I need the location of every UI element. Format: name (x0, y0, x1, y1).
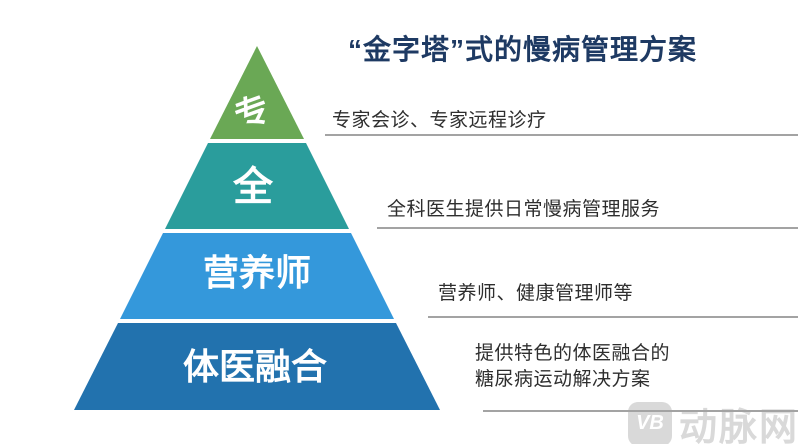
pyramid-level-2-shape (165, 143, 349, 229)
watermark-text: 动脉网 (679, 407, 800, 444)
page-title: “金字塔”式的慢病管理方案 (348, 34, 698, 65)
vcbeat-logo-icon: VB (628, 401, 672, 444)
pyramid-level-3-label: 营养师 (203, 252, 311, 293)
pyramid-level-4-label: 体医融合 (183, 346, 327, 387)
pyramid-level-1-shape (210, 46, 304, 139)
description-level-3: 营养师、健康管理师等 (438, 283, 634, 304)
description-underline-4 (483, 410, 798, 412)
pyramid-level-2-label: 全 (232, 164, 274, 209)
description-level-2: 全科医生提供日常慢病管理服务 (387, 199, 661, 220)
pyramid-level-3-shape (120, 233, 394, 319)
watermark: VB 动脉网 (628, 396, 799, 444)
description-level-4-line-1: 提供特色的体医融合的 (475, 343, 671, 364)
pyramid-diagram: 专 全 营养师 体医融合 (74, 46, 440, 410)
description-underline-2 (377, 227, 798, 229)
pyramid-level-4-shape (74, 323, 440, 410)
description-level-4-line-2: 糖尿病运动解决方案 (475, 369, 651, 390)
description-underline-3 (428, 316, 798, 318)
description-level-1: 专家会诊、专家远程诊疗 (332, 110, 547, 131)
description-underline-1 (325, 134, 798, 136)
description-level-4: 提供特色的体医融合的 糖尿病运动解决方案 (475, 341, 670, 393)
